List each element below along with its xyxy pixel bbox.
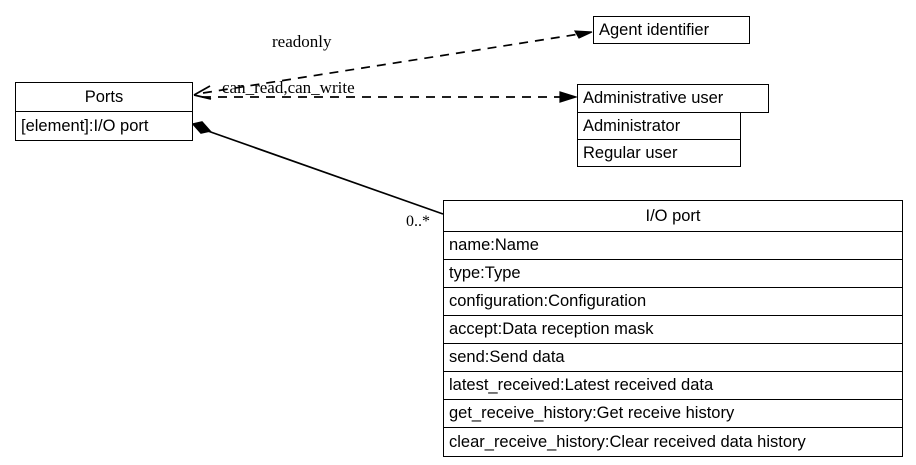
class-io-port: I/O port name:Name type:Type configurati… bbox=[443, 200, 903, 457]
class-io-port-attribute-0: name:Name bbox=[449, 236, 539, 254]
class-io-port-attribute-row[interactable]: configuration:Configuration bbox=[444, 288, 902, 316]
class-agent-identifier-header[interactable]: Agent identifier bbox=[593, 16, 750, 44]
class-ports-attribute-0: [element]:I/O port bbox=[21, 116, 149, 135]
class-io-port-name: I/O port bbox=[645, 206, 701, 225]
class-io-port-attribute-row[interactable]: accept:Data reception mask bbox=[444, 316, 902, 344]
class-ports-name: Ports bbox=[84, 87, 124, 106]
class-io-port-attribute-row[interactable]: name:Name bbox=[444, 232, 902, 260]
class-io-port-attribute-6: get_receive_history:Get receive history bbox=[449, 404, 735, 422]
class-ports-header[interactable]: Ports bbox=[15, 82, 193, 112]
class-administrative-user-attribute-row[interactable]: Regular user bbox=[577, 139, 741, 167]
class-io-port-attribute-1: type:Type bbox=[449, 264, 521, 282]
class-io-port-attribute-row[interactable]: send:Send data bbox=[444, 344, 902, 372]
class-administrative-user-attribute-0: Administrator bbox=[583, 116, 681, 135]
class-io-port-attribute-row[interactable]: clear_receive_history:Clear received dat… bbox=[444, 428, 902, 456]
class-agent-identifier-name: Agent identifier bbox=[599, 20, 710, 39]
class-ports-attribute-row[interactable]: [element]:I/O port bbox=[15, 111, 193, 141]
class-io-port-attribute-2: configuration:Configuration bbox=[449, 292, 647, 310]
ports-dependency-arrowhead bbox=[193, 85, 212, 100]
edge-label-multiplicity: 0..* bbox=[406, 213, 430, 230]
class-io-port-attribute-5: latest_received:Latest received data bbox=[449, 376, 714, 394]
class-io-port-attribute-row[interactable]: latest_received:Latest received data bbox=[444, 372, 902, 400]
class-io-port-attribute-row[interactable]: get_receive_history:Get receive history bbox=[444, 400, 902, 428]
class-io-port-attribute-7: clear_receive_history:Clear received dat… bbox=[449, 432, 806, 451]
class-administrative-user-name: Administrative user bbox=[583, 89, 724, 108]
edge-label-readonly: readonly bbox=[272, 32, 332, 51]
class-administrative-user-attribute-1: Regular user bbox=[583, 143, 678, 162]
class-io-port-attribute-4: send:Send data bbox=[449, 348, 565, 366]
class-io-port-header[interactable]: I/O port bbox=[444, 201, 902, 232]
composition-edge bbox=[191, 121, 444, 215]
class-administrative-user-attribute-row[interactable]: Administrator bbox=[577, 112, 741, 140]
class-administrative-user-header[interactable]: Administrative user bbox=[577, 84, 769, 113]
class-io-port-attribute-row[interactable]: type:Type bbox=[444, 260, 902, 288]
edge-label-can-read-can-write: can_read,can_write bbox=[222, 78, 355, 97]
class-io-port-attribute-3: accept:Data reception mask bbox=[449, 320, 654, 338]
